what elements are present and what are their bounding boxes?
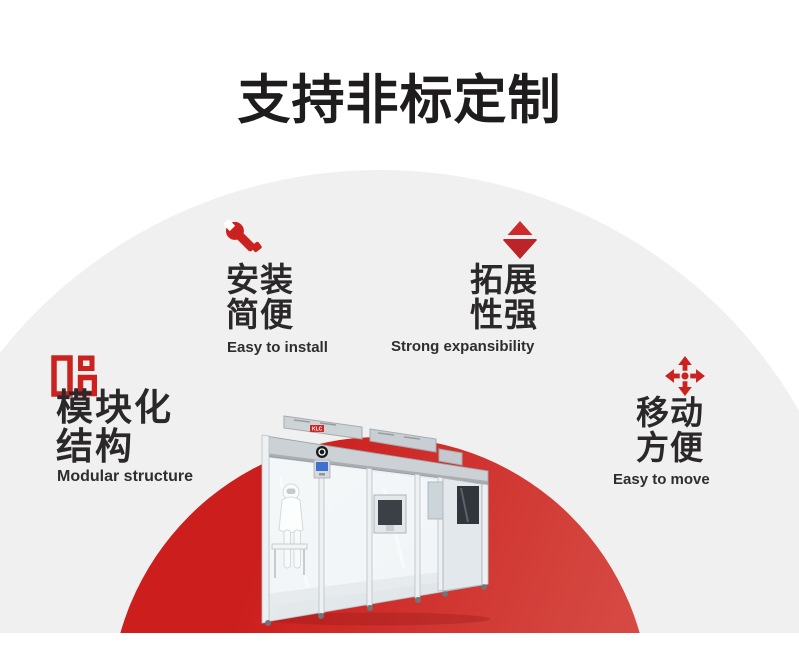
control-panel bbox=[313, 446, 331, 479]
feature-zh-line2: 结构 bbox=[56, 426, 134, 467]
feature-subtitle-en: Modular structure bbox=[57, 468, 194, 485]
feature-title-zh: 拓展 性强 bbox=[470, 262, 538, 332]
product-logo: KLC bbox=[310, 425, 324, 433]
feature-zh-line1: 移动 bbox=[636, 394, 704, 431]
feature-zh-line2: 简便 bbox=[226, 296, 294, 333]
casters bbox=[265, 584, 487, 626]
feature-subtitle-en: Easy to move bbox=[613, 471, 710, 488]
feature-zh-line1: 安装 bbox=[226, 261, 294, 298]
page-title: 支持非标定制 bbox=[237, 71, 562, 130]
logo-text: KLC bbox=[312, 427, 323, 433]
table bbox=[271, 543, 308, 578]
expand-vertical-icon bbox=[503, 221, 537, 264]
feature-subtitle-en: Easy to install bbox=[227, 339, 328, 356]
wrench-icon bbox=[222, 217, 262, 266]
feature-subtitle-en: Strong expansibility bbox=[391, 338, 535, 355]
bottom-white-strip bbox=[0, 633, 799, 661]
modular-blocks-icon bbox=[51, 355, 98, 402]
feature-title-zh: 移动 方便 bbox=[636, 395, 704, 465]
feature-zh-line2: 性强 bbox=[470, 296, 538, 333]
door bbox=[442, 477, 483, 592]
feature-title-zh: 模块化 结构 bbox=[56, 388, 173, 466]
feature-zh-line1: 拓展 bbox=[470, 261, 538, 298]
person-figure bbox=[278, 483, 304, 569]
product-image: KLC bbox=[261, 415, 490, 626]
feature-zh-line2: 方便 bbox=[636, 429, 704, 466]
feature-zh-line1: 模块化 bbox=[56, 387, 173, 428]
move-arrows-icon bbox=[664, 355, 706, 402]
monitor bbox=[373, 494, 407, 534]
feature-title-zh: 安装 简便 bbox=[226, 262, 294, 332]
